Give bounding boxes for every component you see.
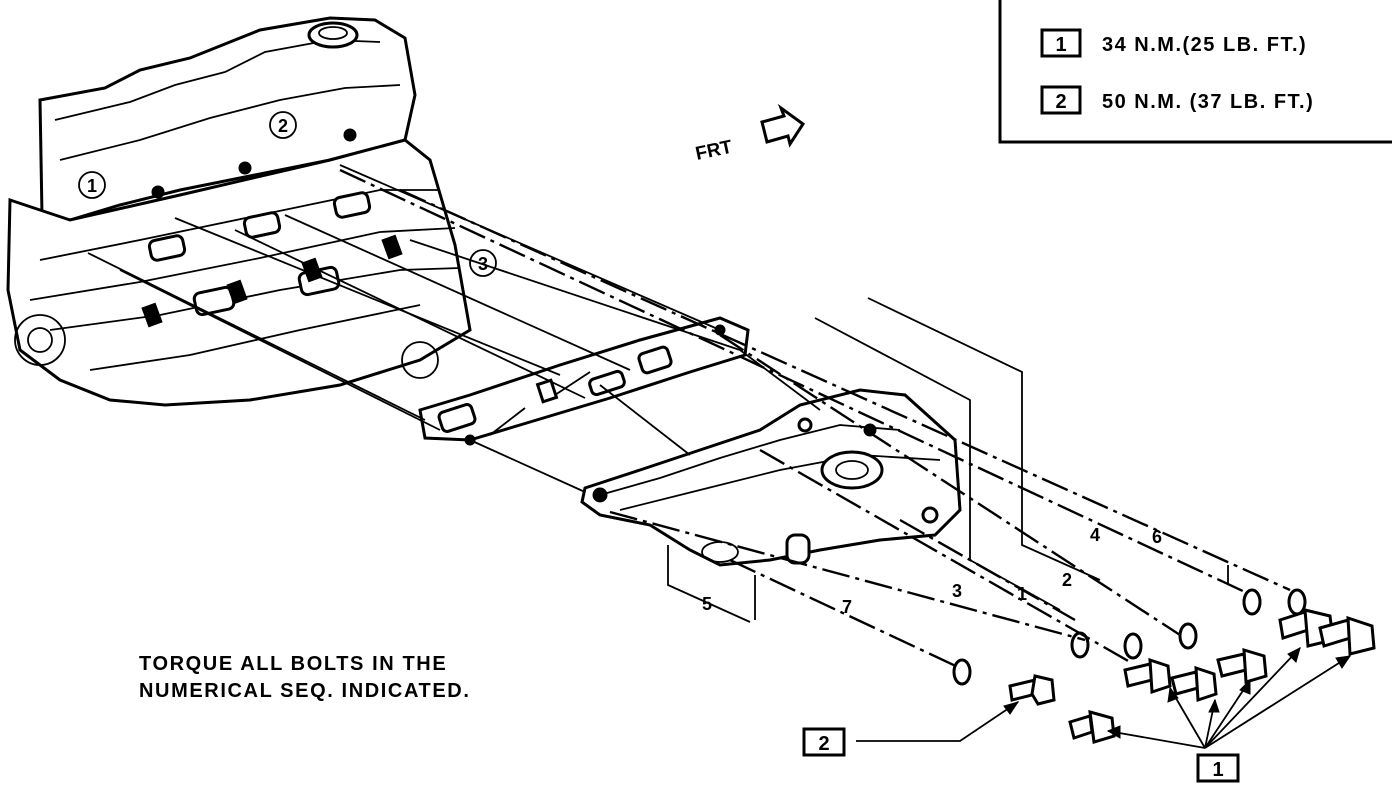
torque-callout-1: 1	[1106, 647, 1352, 783]
washer	[1178, 622, 1198, 650]
bolt	[1170, 665, 1218, 703]
sequence-number-4: 4	[1090, 525, 1100, 545]
bolt	[1123, 657, 1172, 695]
engine-circle-2	[269, 111, 297, 139]
throttle-body-opening	[820, 450, 884, 490]
engine-circle-2-label: 2	[278, 116, 288, 136]
engine-circle-3	[469, 249, 497, 277]
sequence-number-6: 6	[1152, 527, 1162, 547]
instruction-note: TORQUE ALL BOLTS IN THE NUMERICAL SEQ. I…	[139, 653, 471, 702]
washer	[1070, 631, 1090, 659]
front-direction-indicator: FRT	[694, 103, 806, 165]
sequence-numbers: 1 2 3 4 5 6 7	[702, 525, 1162, 617]
washer	[1287, 588, 1307, 616]
sequence-number-1: 1	[1017, 584, 1027, 604]
manifold	[580, 388, 962, 567]
sequence-number-3: 3	[952, 581, 962, 601]
legend-key-2: 2	[1055, 91, 1066, 113]
bolt	[1008, 674, 1056, 706]
callout-box-2	[802, 727, 846, 757]
fasteners	[952, 588, 1376, 744]
torque-legend: 1 34 N.M.(25 LB. FT.) 2 50 N.M. (37 LB. …	[998, 0, 1392, 144]
torque-callout-2: 2	[802, 701, 1020, 757]
washer	[1123, 632, 1143, 660]
instruction-line-2: NUMERICAL SEQ. INDICATED.	[139, 680, 471, 702]
engine-circle-1	[78, 171, 106, 199]
front-label: FRT	[694, 137, 735, 165]
legend-key-box-1	[1040, 28, 1082, 58]
legend-label-1: 34 N.M.(25 LB. FT.)	[1102, 34, 1307, 56]
bolt	[1318, 615, 1376, 656]
valve-cover	[38, 16, 417, 222]
manifold-boss	[785, 533, 811, 565]
sequence-number-7: 7	[842, 597, 852, 617]
sequence-number-5: 5	[702, 594, 712, 614]
sequence-number-2: 2	[1062, 570, 1072, 590]
washer	[1242, 588, 1262, 616]
legend-key-box-2	[1040, 85, 1082, 115]
bolt-alignment-lines	[87, 164, 1291, 670]
engine-circle-1-label: 1	[87, 176, 97, 196]
engine-block: 2 1 3	[6, 16, 497, 407]
callout-box-1	[1196, 753, 1240, 783]
legend-label-2: 50 N.M. (37 LB. FT.)	[1102, 91, 1314, 113]
front-arrow-icon	[760, 103, 806, 148]
instruction-line-1: TORQUE ALL BOLTS IN THE	[139, 653, 447, 675]
legend-border	[998, 0, 1392, 144]
callout-label-1: 1	[1212, 759, 1223, 781]
bolt	[1068, 709, 1116, 744]
bolt	[1216, 647, 1268, 684]
washer	[952, 658, 972, 686]
callout-label-2: 2	[818, 733, 829, 755]
legend-key-1: 1	[1055, 34, 1066, 56]
